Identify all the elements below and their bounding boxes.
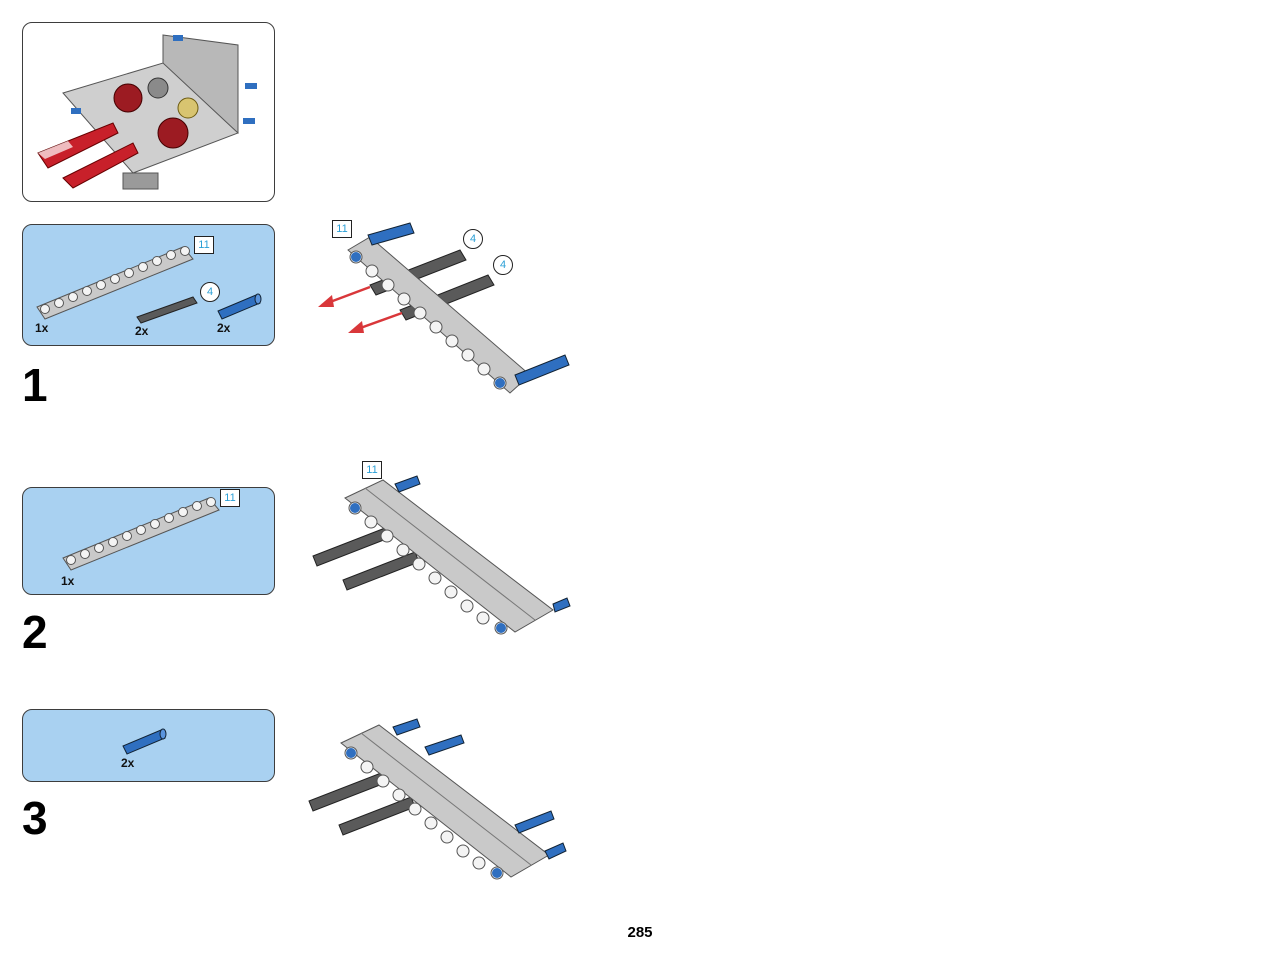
step-2-number: 2 xyxy=(22,606,48,658)
beam-11-part-image xyxy=(36,246,194,320)
step-1-axle-callout-a: 4 xyxy=(463,229,483,249)
step-1-beam-callout: 11 xyxy=(332,220,352,238)
step-1-parts-list: 11 1x 4 2x 2x xyxy=(22,224,275,346)
beam-length-indicator: 11 xyxy=(194,236,214,254)
page-number: 285 xyxy=(627,924,653,941)
step-3-number: 3 xyxy=(22,792,48,844)
beam-quantity: 1x xyxy=(35,321,49,335)
step-1-number: 1 xyxy=(22,359,48,411)
beam-length-indicator: 11 xyxy=(220,489,240,507)
blue-pin-quantity: 2x xyxy=(217,321,231,335)
step-3-assembly-image xyxy=(308,718,567,880)
beam-quantity: 1x xyxy=(61,574,75,588)
overview-thumbnail xyxy=(22,22,275,202)
axle-length-indicator: 4 xyxy=(200,282,220,302)
blue-pin-quantity: 2x xyxy=(121,756,135,770)
overview-model-image xyxy=(37,34,257,190)
blue-pin-part-image xyxy=(217,293,262,320)
step-1-axle-callout-b: 4 xyxy=(493,255,513,275)
step-1-assembly-image xyxy=(318,222,570,394)
axle-quantity: 2x xyxy=(135,324,149,338)
step-3-parts-list: 2x xyxy=(22,709,275,782)
step-2-beam-callout: 11 xyxy=(362,461,382,479)
axle-4-part-image xyxy=(136,296,198,324)
step-2-assembly-image xyxy=(312,475,571,635)
blue-pin-part-image xyxy=(122,728,167,755)
beam-11-part-image xyxy=(62,497,220,571)
step-2-parts-list: 11 1x xyxy=(22,487,275,595)
